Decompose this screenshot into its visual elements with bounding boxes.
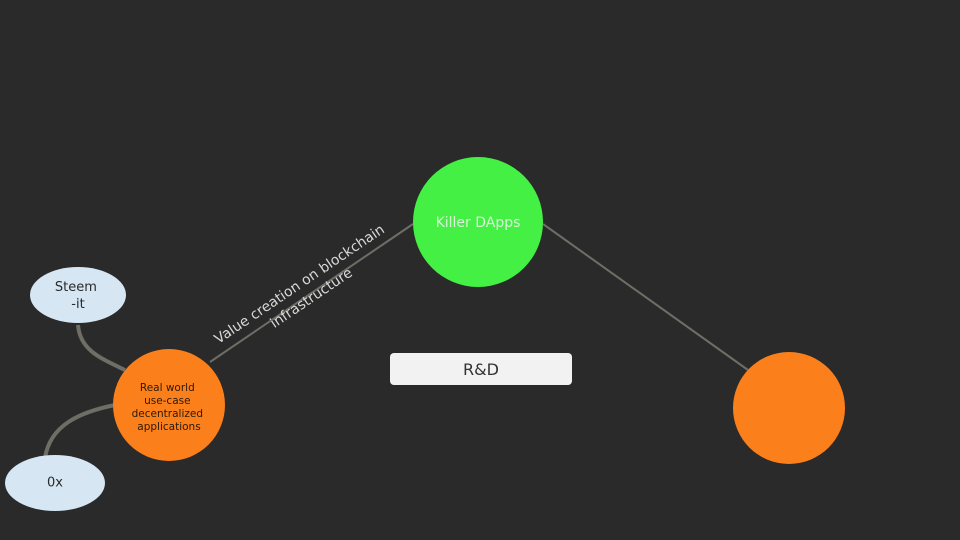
node-steemit[interactable]: Steem -it	[30, 267, 126, 323]
connector-0x	[43, 403, 116, 459]
node-0x-label: 0x	[47, 476, 63, 491]
node-real-world-line-3: decentralized	[132, 408, 203, 420]
node-real-world-line-1: Real world	[140, 382, 195, 394]
rd-box[interactable]: R&D	[390, 353, 572, 385]
node-0x[interactable]: 0x	[5, 455, 105, 511]
connector-steemit	[76, 324, 126, 372]
rd-box-label: R&D	[463, 359, 499, 379]
node-killer-dapps-label: Killer DApps	[436, 215, 521, 231]
node-orange-right[interactable]	[733, 352, 845, 464]
edge-label-line-1: Value creation on blockchain	[212, 222, 388, 348]
connector-killer-to-orange	[542, 223, 749, 371]
node-real-world[interactable]: Real world use-case decentralized applic…	[113, 349, 225, 461]
svg-text:Real world use-case: Real world use-case decentralized applic…	[132, 382, 207, 433]
node-killer-dapps[interactable]: Killer DApps	[413, 157, 543, 287]
node-steemit-line-1: Steem	[55, 280, 97, 295]
node-real-world-line-2: use-case	[144, 395, 191, 407]
connector-value-creation	[209, 223, 414, 363]
svg-text:Steem -it: Steem -it	[55, 280, 101, 312]
node-real-world-line-4: applications	[137, 421, 200, 433]
node-steemit-line-2: -it	[71, 297, 84, 312]
